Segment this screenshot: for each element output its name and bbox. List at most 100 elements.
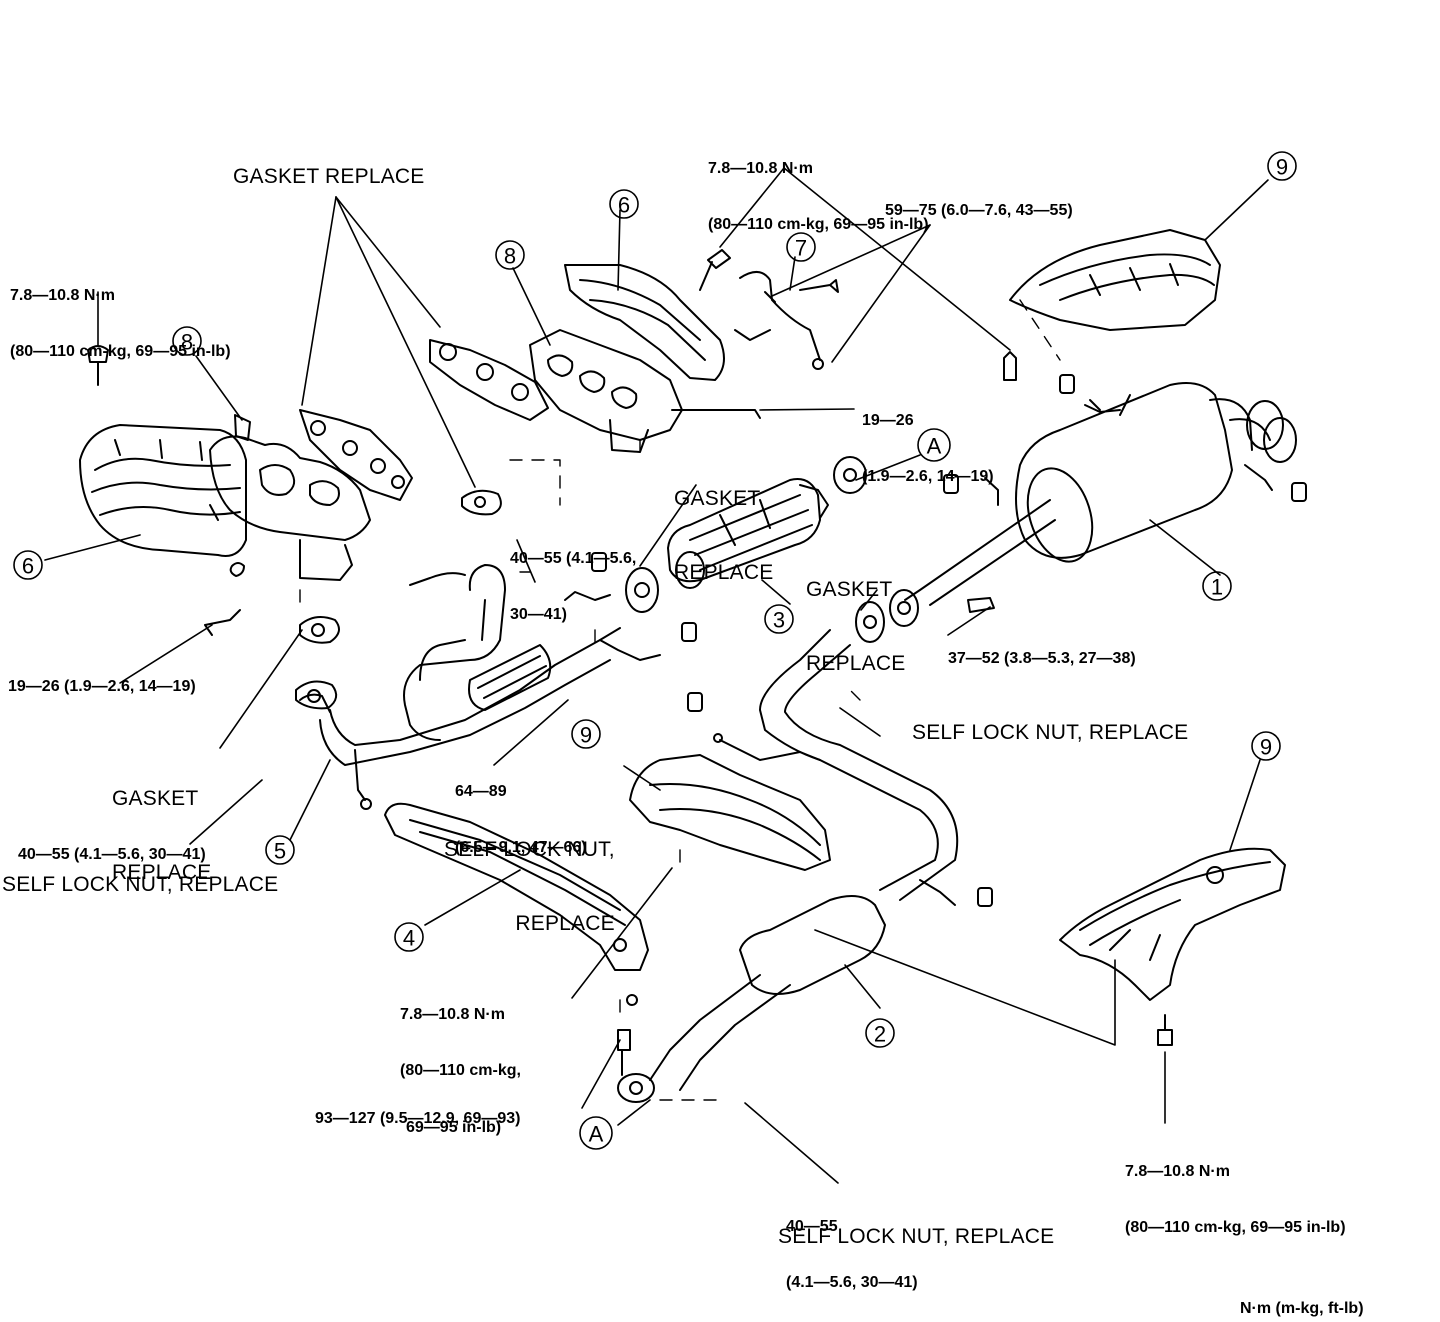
torque-right-line1: 7.8—10.8 N·m (1125, 1162, 1230, 1180)
callout-label-6-upper: 6 (618, 193, 630, 218)
torque-label-left: 7.8—10.8 N·m (80—110 cm-kg, 69—95 in-lb) (10, 249, 231, 381)
callout-label-2: 2 (874, 1022, 886, 1047)
torque-top-line1: 7.8—10.8 N·m (708, 159, 813, 177)
callout-7 (786, 232, 816, 262)
callout-label-a-lower: A (589, 1122, 604, 1147)
callout-3 (764, 604, 794, 634)
gasket-right-line1: GASKET (806, 577, 893, 601)
front-bracket (384, 802, 649, 1006)
self-lock-nut-label-middle: SELF LOCK NUT, REPLACE (444, 788, 615, 961)
torque-label-19-26-left: 19—26 (1.9—2.6, 14—19) (8, 678, 196, 695)
exhaust-manifold-left (209, 414, 371, 581)
callout-label-9-upper: 9 (1276, 155, 1288, 180)
torque-40-55-bottom-line1: 40—55 (786, 1217, 838, 1235)
torque-bottom-line3: 69—95 in-lb) (406, 1119, 502, 1136)
heat-shield-lower-right (1059, 847, 1286, 1001)
torque-label-bottom-center: 7.8—10.8 N·m (80—110 cm-kg, 69—95 in-lb) (400, 968, 521, 1157)
callout-9-upper (1267, 151, 1297, 181)
exhaust-manifold-upper (529, 329, 683, 453)
self-lock-middle-line2: REPLACE (515, 911, 615, 935)
torque-label-64-89: 64—89 (6.5—9.1, 47—66) (455, 745, 587, 877)
torque-19-26-right-line2: (1.9—2.6, 14—19) (862, 468, 994, 486)
callout-8-upper (495, 240, 525, 270)
torque-right-line2: (80—110 cm-kg, 69—95 in-lb) (1125, 1219, 1346, 1237)
clips (984, 404, 1273, 506)
torque-top-line2: (80—110 cm-kg, 69—95 in-lb) (708, 216, 929, 234)
callout-a-upper (917, 428, 951, 462)
heat-shield-upper (564, 264, 725, 381)
heat-shield-upper-right (1009, 229, 1221, 331)
gasket-left-line1: GASKET (112, 786, 199, 810)
torque-bottom-line1: 7.8—10.8 N·m (400, 1005, 505, 1023)
torque-19-26-right-line1: 19—26 (862, 411, 914, 429)
leader-lines (44, 167, 1269, 1184)
self-lock-nut-label-bottom: SELF LOCK NUT, REPLACE (778, 1225, 1055, 1248)
callout-label-9-middle: 9 (580, 723, 592, 748)
main-muffler (904, 382, 1297, 606)
torque-label-37-52: 37—52 (3.8—5.3, 27—38) (948, 650, 1136, 667)
callout-9-lower (1251, 731, 1281, 761)
torque-label-59-75: 59—75 (6.0—7.6, 43—55) (885, 202, 1073, 219)
front-pipe (299, 564, 661, 810)
bolts (87, 249, 1173, 1076)
middle-pipe (617, 629, 959, 1103)
callout-8-left (172, 326, 202, 356)
callout-label-7: 7 (795, 236, 807, 261)
callout-6-left (13, 550, 43, 580)
heat-shield-middle (629, 754, 831, 871)
torque-40-55-mid-line1: 40—55 (4.1—5.6, (510, 549, 637, 567)
callout-5 (265, 835, 295, 865)
callout-1 (1202, 571, 1232, 601)
gasket-upper (429, 339, 549, 421)
rubber-hangers (591, 374, 1307, 907)
torque-label-93-127: 93—127 (9.5—12.9, 69—93) (315, 1110, 521, 1127)
callout-label-a-upper: A (927, 434, 942, 459)
gasket-replace-label-catalyst: GASKET REPLACE (674, 437, 773, 610)
torque-label-19-26-right: 19—26 (1.9—2.6, 14—19) (862, 374, 994, 506)
torque-64-89-line2: (6.5—9.1, 47—66) (455, 839, 587, 857)
callout-6-upper (609, 189, 639, 219)
gasket-catalyst-line2: REPLACE (674, 560, 774, 584)
torque-bottom-line2: (80—110 cm-kg, (400, 1062, 521, 1080)
callout-2 (865, 1018, 895, 1048)
callout-label-4: 4 (403, 926, 415, 951)
torque-64-89-line1: 64—89 (455, 782, 507, 800)
gasket-right-line2: REPLACE (806, 651, 906, 675)
torque-40-55-bottom-line2: (4.1—5.6, 30—41) (786, 1274, 918, 1292)
gasket-replace-label-right: GASKET REPLACE (806, 528, 905, 701)
catalytic-converter (667, 478, 829, 589)
callout-numbers: 9 6 7 8 8 6 A 1 3 9 9 5 4 2 A (22, 155, 1288, 1147)
gasket-left-line2: REPLACE (112, 860, 212, 884)
torque-label-40-55-mid: 40—55 (4.1—5.6, 30—41) (510, 512, 636, 644)
gasket-left (299, 409, 413, 501)
gasket-replace-label-left: GASKET REPLACE (112, 737, 211, 910)
callout-label-1: 1 (1211, 575, 1223, 600)
callout-label-5: 5 (274, 839, 286, 864)
torque-40-55-mid-line2: 30—41) (510, 606, 567, 624)
assembly-dash-lines (299, 299, 1061, 1101)
torque-left-line2: (80—110 cm-kg, 69—95 in-lb) (10, 343, 231, 361)
torque-label-40-55-bottom: 40—55 (4.1—5.6, 30—41) (786, 1180, 918, 1312)
torque-label-bottom-right: 7.8—10.8 N·m (80—110 cm-kg, 69—95 in-lb) (1125, 1125, 1346, 1257)
torque-label-40-55-left: 40—55 (4.1—5.6, 30—41) (18, 846, 206, 863)
callout-label-8-left: 8 (181, 330, 193, 355)
heat-shield-left (79, 424, 247, 557)
callout-markers (13, 151, 1297, 1150)
callout-label-8-upper: 8 (504, 244, 516, 269)
callout-label-3: 3 (773, 608, 785, 633)
callout-a-lower (579, 1116, 613, 1150)
gasket-replace-label-top: GASKET REPLACE (233, 165, 425, 188)
self-lock-nut-label-left: SELF LOCK NUT, REPLACE (2, 873, 279, 896)
oxygen-sensor-upper (734, 271, 824, 370)
torque-label-top: 7.8—10.8 N·m (80—110 cm-kg, 69—95 in-lb) (708, 122, 929, 254)
callout-9-middle (571, 719, 601, 749)
units-note: N·m (m-kg, ft-lb) (1240, 1300, 1364, 1317)
callout-label-9-lower: 9 (1260, 735, 1272, 760)
self-lock-nut-label-right: SELF LOCK NUT, REPLACE (912, 721, 1189, 744)
gasket-catalyst-line1: GASKET (674, 486, 761, 510)
callout-label-6-left: 6 (22, 554, 34, 579)
torque-left-line1: 7.8—10.8 N·m (10, 286, 115, 304)
self-lock-middle-line1: SELF LOCK NUT, (444, 837, 615, 861)
